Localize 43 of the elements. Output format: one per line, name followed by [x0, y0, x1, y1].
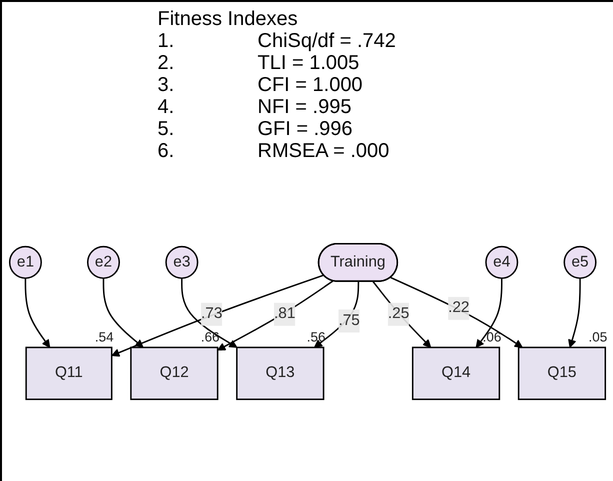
- arrow: [372, 281, 432, 348]
- arrow: [181, 278, 238, 348]
- index-number: 4.: [158, 96, 174, 118]
- r-squared-value: .06: [482, 330, 502, 345]
- index-number: 1.: [158, 30, 174, 52]
- node-circle: e1: [8, 246, 42, 279]
- arrow: [390, 276, 523, 348]
- node-circle: e5: [564, 246, 597, 279]
- arrow: [24, 278, 50, 348]
- fit-statistic: CFI = 1.000: [258, 74, 363, 96]
- arrow: [217, 280, 334, 351]
- r-squared-value: .05: [588, 330, 608, 345]
- index-number: 5.: [158, 118, 174, 140]
- fit-statistic: TLI = 1.005: [258, 52, 360, 74]
- arrow: [568, 278, 581, 348]
- r-squared-value: .54: [94, 330, 114, 345]
- fit-statistic: GFI = .996: [258, 118, 353, 140]
- node-circle: e4: [485, 246, 518, 279]
- node-box: Q12: [130, 346, 218, 400]
- node-box: Q15: [518, 346, 606, 400]
- fit-statistic: RMSEA = .000: [258, 140, 390, 162]
- index-number: 6.: [158, 140, 174, 162]
- edge-label: .73: [201, 306, 222, 322]
- edge-label: .81: [274, 306, 296, 322]
- fit-statistic: NFI = .995: [258, 96, 352, 118]
- index-number: 3.: [158, 74, 174, 96]
- node-box: Q14: [412, 346, 500, 400]
- edge-label: .75: [338, 312, 360, 329]
- fit-statistic: ChiSq/df = .742: [258, 30, 396, 52]
- arrow: [476, 278, 502, 348]
- edge-label: .22: [448, 300, 470, 316]
- arrow: [102, 278, 144, 348]
- r-squared-value: .56: [306, 330, 326, 345]
- node-box: Q13: [236, 346, 324, 400]
- edge-label: .25: [388, 306, 410, 322]
- arrow: [314, 282, 360, 348]
- r-squared-value: .66: [200, 330, 220, 345]
- index-number: 2.: [158, 52, 174, 74]
- node-box: Q11: [25, 346, 112, 400]
- node-circle: e3: [165, 246, 198, 279]
- node-circle: e2: [87, 246, 120, 279]
- arrow: [111, 274, 324, 357]
- title: Fitness Indexes: [158, 8, 298, 30]
